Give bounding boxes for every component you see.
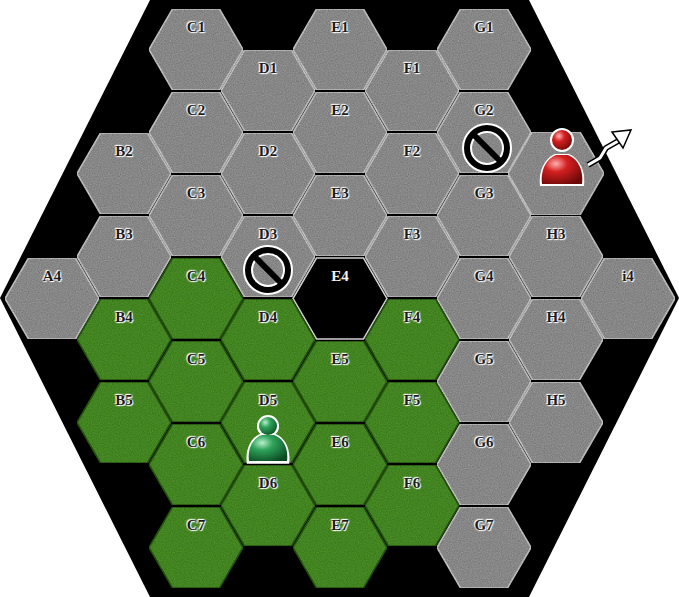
red-pawn <box>540 128 585 186</box>
board-hex: G7 <box>436 506 532 589</box>
hex-label: G5 <box>436 350 532 368</box>
hex-label: B4 <box>76 308 172 326</box>
board-hex: C7 <box>148 506 244 589</box>
hex-label: i4 <box>580 267 676 285</box>
hex-label: F6 <box>364 474 460 492</box>
hex-label: H3 <box>508 225 604 243</box>
hex-label: E5 <box>292 350 388 368</box>
hex-label: G7 <box>436 516 532 534</box>
hex-label: G3 <box>436 184 532 202</box>
hex-tile <box>293 507 387 588</box>
move-arrow <box>588 130 631 165</box>
forbidden-symbol <box>467 128 507 168</box>
hex-label: F2 <box>364 142 460 160</box>
hex-label: G4 <box>436 267 532 285</box>
hex-label: E6 <box>292 433 388 451</box>
hex-label: B3 <box>76 225 172 243</box>
hex-label: C7 <box>148 516 244 534</box>
hex-label: C6 <box>148 433 244 451</box>
hex-label: A4 <box>4 267 100 285</box>
hex-tile <box>149 507 243 588</box>
hex-label: C2 <box>148 101 244 119</box>
hex-label: H5 <box>508 391 604 409</box>
hex-label: G2 <box>436 101 532 119</box>
hex-label: D1 <box>220 59 316 77</box>
hex-label: F3 <box>364 225 460 243</box>
board-hex: E7 <box>292 506 388 589</box>
hex-label: C4 <box>148 267 244 285</box>
hex-label: C3 <box>148 184 244 202</box>
hex-label: D3 <box>220 225 316 243</box>
hex-label: D2 <box>220 142 316 160</box>
hex-label: E3 <box>292 184 388 202</box>
hex-label: D6 <box>220 474 316 492</box>
hex-label: G1 <box>436 18 532 36</box>
forbidden-symbol <box>248 250 288 290</box>
hex-tile <box>437 507 531 588</box>
hex-label: F5 <box>364 391 460 409</box>
hex-label: H4 <box>508 308 604 326</box>
hex-label: G6 <box>436 433 532 451</box>
hex-label: C1 <box>148 18 244 36</box>
hex-label: D5 <box>220 391 316 409</box>
hex-label: E1 <box>292 18 388 36</box>
hex-label: F1 <box>364 59 460 77</box>
hex-label: C5 <box>148 350 244 368</box>
hex-label: E2 <box>292 101 388 119</box>
hex-label: B5 <box>76 391 172 409</box>
hex-label: D4 <box>220 308 316 326</box>
hex-label: E4 <box>292 267 388 285</box>
hex-label: F4 <box>364 308 460 326</box>
hex-label: B2 <box>76 142 172 160</box>
hex-label: E7 <box>292 516 388 534</box>
green-pawn <box>246 415 289 464</box>
